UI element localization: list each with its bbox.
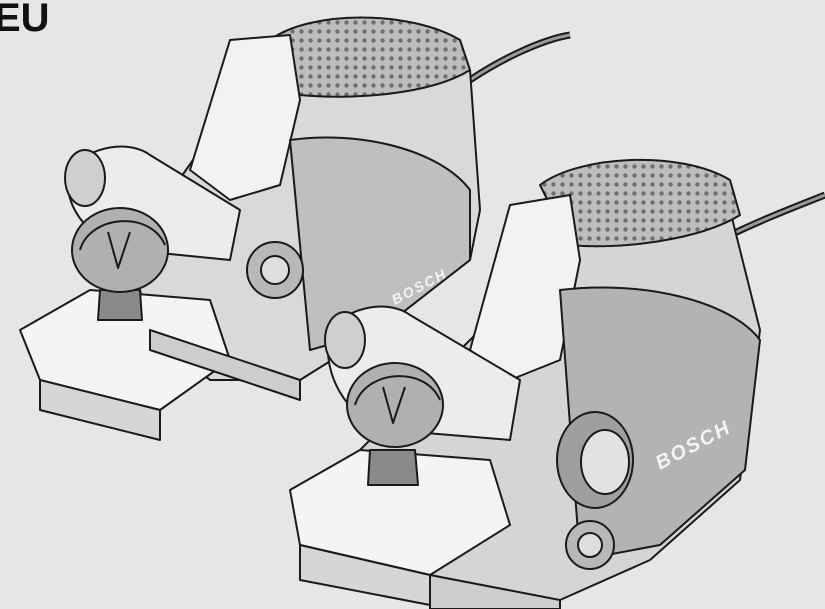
region-label: EU [0, 0, 50, 40]
planer-left-icon: BOSCH [19, 16, 571, 441]
planer-right-icon: BOSCH [289, 158, 825, 609]
depth-knob-icon [71, 207, 169, 321]
depth-knob-icon [346, 362, 444, 486]
power-cord-icon [468, 31, 571, 83]
